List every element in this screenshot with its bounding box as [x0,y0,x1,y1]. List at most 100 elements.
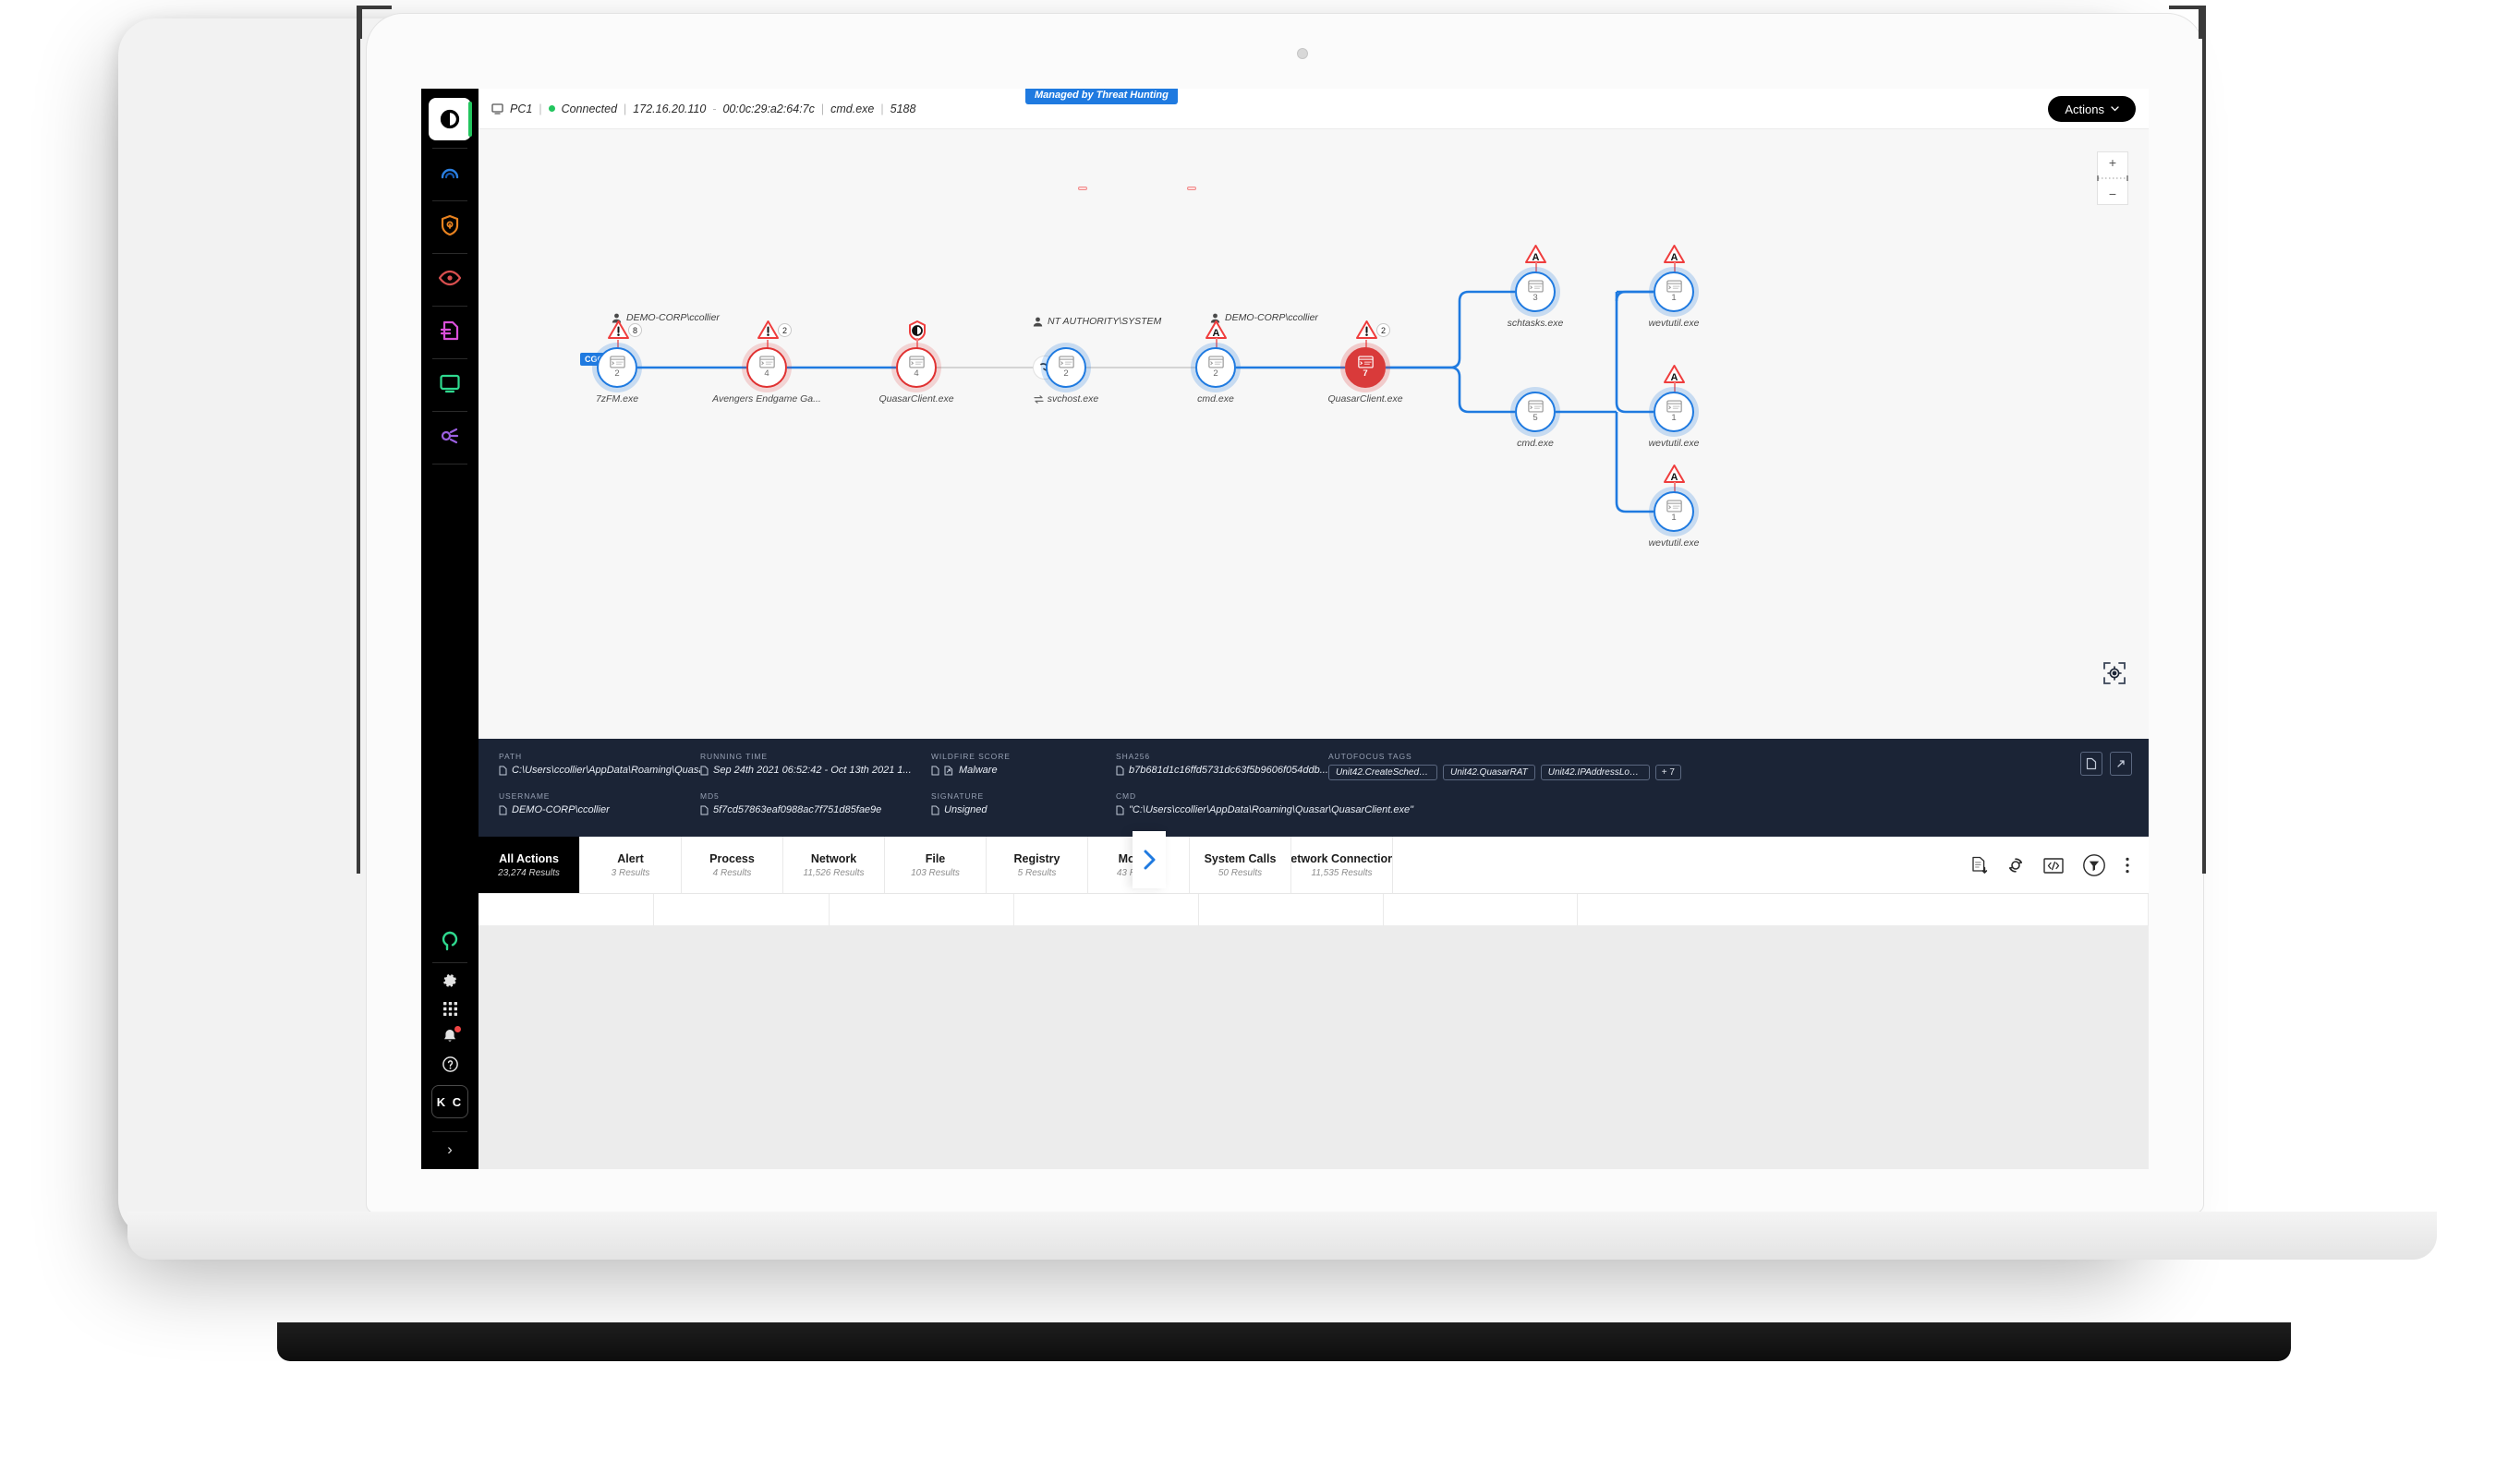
copy-icon[interactable] [700,766,709,776]
alert-badge[interactable]: A [1524,244,1547,283]
node-circle[interactable]: 4 [896,347,937,388]
eye-icon[interactable] [429,259,471,296]
avatar[interactable]: K C [431,1085,468,1118]
document-icon[interactable] [429,312,471,349]
node-circle[interactable]: 3 [1515,271,1556,312]
tab-system-calls[interactable]: System Calls 50 Results [1190,837,1291,893]
gear-icon[interactable] [429,967,471,995]
screen-bottom-area [479,925,2149,1169]
more-menu-icon[interactable] [2125,856,2130,875]
corner-mark-top-right [2169,6,2202,39]
autofocus-tag[interactable]: Unit42.IPAddressLook... [1540,765,1650,780]
alert-badge[interactable]: A [1663,464,1686,502]
tab-process[interactable]: Process 4 Results [682,837,783,893]
copy-icon[interactable] [499,766,507,776]
field-value: Unsigned [931,804,1116,815]
alert-badge[interactable]: A [1205,320,1228,358]
filter-icon[interactable] [2082,853,2106,877]
help-icon[interactable] [429,1050,471,1078]
shield-icon[interactable] [429,207,471,244]
copy-icon[interactable] [1116,766,1124,776]
recenter-icon[interactable] [2101,659,2128,687]
rail-divider [432,411,467,412]
export-document-icon[interactable] [1971,856,1988,875]
alert-badge[interactable]: 2 [1355,320,1390,360]
process-window-icon [1666,280,1682,293]
monitor-icon[interactable] [429,365,471,402]
field-text: 5f7cd57863eaf0988ac7f751d85fae9e [713,804,882,815]
node-user-label: DEMO-CORP\ccollier [1225,312,1318,323]
tab-label: Alert [617,851,644,865]
tab-network[interactable]: Network 11,526 Results [783,837,885,893]
node-circle[interactable]: 4 [746,347,787,388]
copy-icon[interactable] [931,805,939,815]
node-label: wevtutil.exe [1648,318,1700,329]
copy-icon[interactable] [700,805,709,815]
expand-rail-chevron-icon[interactable]: › [447,1140,453,1158]
node-circle[interactable]: 7 [1345,347,1386,388]
autofocus-tag[interactable]: Unit42.QuasarRAT [1443,765,1535,780]
copy-icon[interactable] [1116,805,1124,815]
tab-registry[interactable]: Registry 5 Results [987,837,1088,893]
tab-alert[interactable]: Alert 3 Results [580,837,682,893]
tab-all-actions[interactable]: All Actions 23,274 Results [479,837,580,893]
node-circle[interactable]: 5 [1515,392,1556,432]
process-name: cmd.exe [830,102,875,115]
apps-grid-icon[interactable] [429,995,471,1022]
tab-count: 3 Results [611,867,650,878]
node-label: wevtutil.exe [1648,438,1700,449]
alert-badge[interactable]: A [1663,364,1686,403]
cortex-logo[interactable] [429,98,472,140]
swap-icon [1034,394,1044,404]
zoom-out-button[interactable]: − [2108,187,2117,202]
tab-count: 50 Results [1218,867,1263,878]
sep: | [539,102,542,115]
collapsed-alert-marker [1078,187,1087,190]
dashboard-gauge-icon[interactable] [429,154,471,191]
detail-field-cmd: CMD "C:\Users\ccollier\AppData\Roaming\Q… [1116,791,2128,815]
node-circle[interactable]: 1 [1654,491,1694,532]
field-label: AUTOFOCUS TAGS [1328,752,1412,761]
code-view-icon[interactable] [2043,857,2064,874]
tab-label: File [925,851,946,865]
field-label: PATH [499,752,523,761]
node-circle[interactable]: 1 [1654,392,1694,432]
detail-field-wildfire-score: WILDFIRE SCORE Malware [931,752,1116,780]
bezel-edge-right [2202,6,2206,874]
field-value: 5f7cd57863eaf0988ac7f751d85fae9e [700,804,931,815]
copy-details-icon[interactable] [2080,752,2102,776]
alert-badge[interactable]: A [1663,244,1686,283]
copy-icon[interactable] [931,766,939,776]
open-external-icon[interactable] [2110,752,2132,776]
autofocus-tag[interactable]: Unit42.CreateSchedul... [1328,765,1437,780]
alert-count: 2 [778,323,792,337]
copy-icon[interactable] [499,805,507,815]
tab-count: 11,526 Results [803,867,865,878]
zoom-in-button[interactable]: + [2108,154,2117,170]
prisma-logo-icon[interactable] [429,927,471,955]
malware-link-icon[interactable] [944,766,954,776]
node-circle[interactable]: 1 [1654,271,1694,312]
zoom-control[interactable]: + − [2097,151,2128,205]
causality-graph-canvas[interactable]: DEMO-CORP\ccollier 8 CGO 2 7zFM.exe [479,129,2149,739]
tab-network-connections[interactable]: Network Connections 11,535 Results [1291,837,1393,893]
bell-icon[interactable] [429,1022,471,1050]
node-circle[interactable]: 2 [597,347,637,388]
autofocus-tag-more[interactable]: + 7 [1654,765,1681,780]
tab-file[interactable]: File 103 Results [885,837,987,893]
chevron-down-icon [2111,106,2119,112]
alert-badge[interactable]: 8 [607,320,642,360]
refresh-icon[interactable] [2006,856,2025,875]
zoom-slider[interactable] [2097,175,2128,182]
node-count: 4 [764,368,769,380]
alert-badge[interactable]: 2 [757,320,792,360]
node-user-label: DEMO-CORP\ccollier [626,312,720,323]
alert-badge[interactable] [907,320,927,358]
tab-next-chevron-icon[interactable] [1133,831,1166,888]
node-circle[interactable]: 2 [1195,347,1236,388]
network-share-icon[interactable] [429,417,471,454]
actions-button[interactable]: Actions [2048,96,2136,122]
node-circle[interactable]: 2 [1046,347,1086,388]
field-text: "C:\Users\ccollier\AppData\Roaming\Quasa… [1129,804,1413,815]
